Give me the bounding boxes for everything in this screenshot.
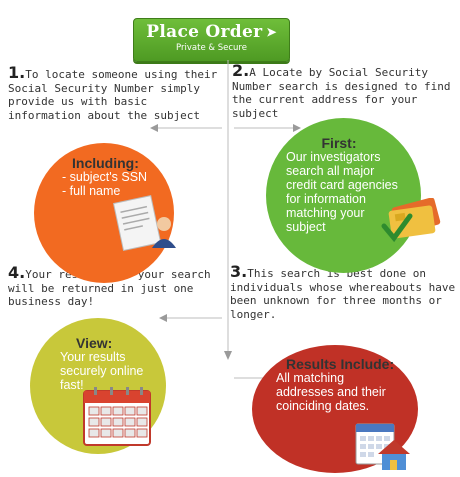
first-circle	[266, 118, 421, 273]
results-body: All matching addresses and their coincid…	[276, 371, 386, 413]
step-4-number: 4.	[8, 263, 26, 282]
step-2: 2.A Locate by Social Security Number sea…	[232, 61, 454, 120]
first-body: Our investigators search all major credi…	[286, 150, 398, 234]
step-3: 3.This search is best done on individual…	[230, 262, 456, 321]
document-person-icon	[112, 195, 176, 252]
house-calendar-icon	[355, 423, 410, 470]
first-title: First:	[321, 135, 357, 151]
arrow-left-icon	[159, 314, 167, 322]
step-1-text: To locate someone using their Social Sec…	[8, 68, 218, 122]
step-3-number: 3.	[230, 262, 248, 281]
arrow-right-icon: ➤	[266, 25, 277, 39]
step-2-number: 2.	[232, 61, 250, 80]
including-text: Including: - subject's SSN - full name	[62, 156, 172, 198]
arrow-down-icon	[224, 351, 232, 360]
step-2-text: A Locate by Social Security Number searc…	[232, 66, 451, 120]
first-text: First: Our investigators search all majo…	[286, 136, 406, 234]
including-title: Including:	[72, 155, 139, 171]
view-text: View: Your results securely online fast!	[60, 336, 150, 392]
credit-card-icon	[381, 198, 441, 243]
arrow-right-icon	[293, 124, 301, 132]
place-order-label: Place Order	[146, 22, 263, 42]
arrow-left-icon	[150, 124, 158, 132]
including-item-name: - full name	[62, 184, 121, 198]
step-3-text: This search is best done on individuals …	[230, 267, 456, 321]
view-body: Your results securely online fast!	[60, 350, 144, 392]
place-order-subtitle: Private & Secure	[176, 43, 247, 53]
results-text: Results Include: All matching addresses …	[276, 357, 400, 413]
step-1: 1.To locate someone using their Social S…	[8, 63, 226, 122]
view-title: View:	[76, 335, 113, 351]
place-order-button[interactable]: Place Order➤ Private & Secure	[133, 18, 290, 62]
calendar-icon	[83, 387, 151, 446]
including-item-ssn: - subject's SSN	[62, 170, 148, 184]
step-1-number: 1.	[8, 63, 26, 82]
results-title: Results Include:	[286, 356, 395, 372]
